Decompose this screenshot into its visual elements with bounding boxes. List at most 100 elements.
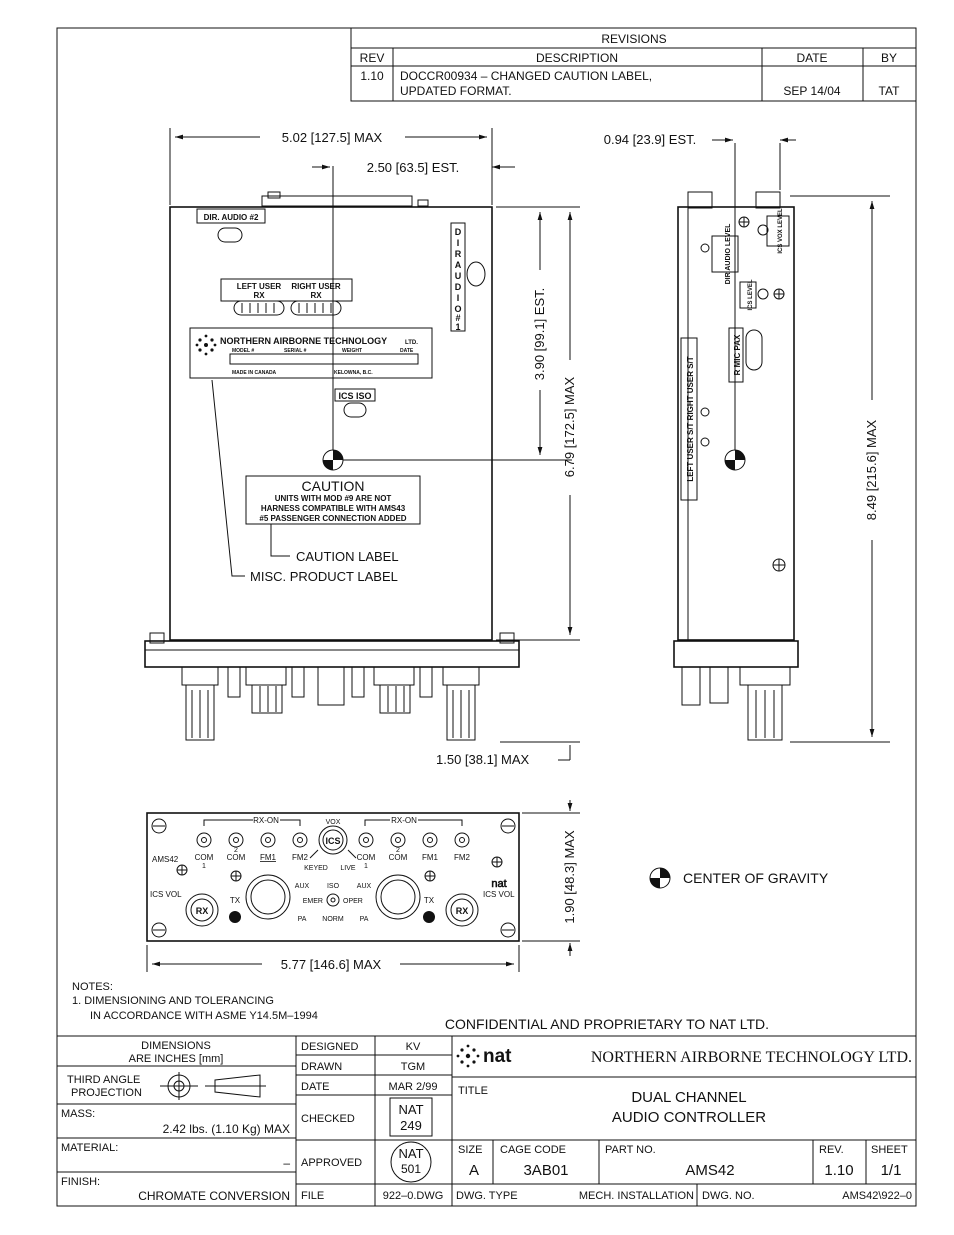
toggle-switches: [196, 832, 470, 848]
ics-level-label: ICS LEVEL: [748, 279, 754, 310]
dim-front-width: 5.77 [146.6] MAX: [281, 957, 382, 972]
approved-stamp-l2: 501: [401, 1162, 421, 1176]
description-cell-line1: DOCCR00934 – CHANGED CAUTION LABEL,: [400, 69, 652, 83]
product-serial: SERIAL #: [284, 348, 307, 354]
product-weight: WEIGHT: [342, 348, 362, 354]
fm1-right-label: FM1: [422, 853, 439, 862]
cg-legend-text: CENTER OF GRAVITY: [683, 870, 829, 886]
svg-text:#: #: [455, 313, 460, 323]
svg-text:U: U: [455, 271, 462, 281]
fm1-label: FM1: [260, 853, 277, 862]
company-name: NORTHERN AIRBORNE TECHNOLOGY LTD.: [591, 1049, 912, 1066]
sheet-label: SHEET: [871, 1144, 908, 1156]
title-label: TITLE: [458, 1085, 488, 1097]
svg-text:1: 1: [455, 322, 460, 332]
panel-nat-logo: nat: [491, 878, 506, 890]
rev-header: REV: [360, 51, 385, 65]
material-value: –: [283, 1156, 290, 1170]
rev-label: REV.: [819, 1144, 844, 1156]
top-view: DIR. AUDIO #2 D I R A U D I O # 1 LEFT U…: [144, 166, 572, 741]
front-panel-view: RX-ON RX-ON ICS VOX AMS42 COM 1 COM 2 FM…: [146, 812, 520, 942]
material-label: MATERIAL:: [61, 1142, 118, 1154]
com1-right-num: 1: [364, 863, 368, 870]
rx-right-knob-label: RX: [456, 906, 469, 916]
vox-label: VOX: [326, 819, 341, 826]
rev-cell: 1.10: [360, 69, 384, 83]
rev-value: 1.10: [824, 1162, 853, 1179]
date-label: DATE: [301, 1081, 330, 1093]
revisions-block: REVISIONS REV DESCRIPTION DATE BY 1.10 D…: [350, 27, 917, 102]
dim-side-depth: 0.94 [23.9] EST.: [604, 132, 697, 147]
dir-audio-2-label: DIR. AUDIO #2: [204, 213, 259, 222]
unit-body: [169, 206, 493, 641]
aux-right-label: AUX: [357, 883, 372, 890]
company-logo-text: nat: [483, 1046, 512, 1067]
checked-label: CHECKED: [301, 1113, 355, 1125]
sheet-value: 1/1: [881, 1162, 902, 1179]
ics-vox-level-label: ICS VOX LEVEL: [778, 208, 784, 254]
checked-stamp-l2: 249: [400, 1118, 422, 1133]
drawing-title-l2: AUDIO CONTROLLER: [612, 1109, 766, 1126]
cg-legend: CENTER OF GRAVITY: [649, 867, 829, 889]
product-ltd: LTD.: [405, 340, 418, 346]
svg-text:A: A: [455, 260, 462, 270]
dwg-no-label: DWG. NO.: [702, 1190, 755, 1202]
svg-text:I: I: [457, 293, 460, 303]
rx-left-knob-label: RX: [196, 906, 209, 916]
notes-title: NOTES:: [72, 981, 113, 993]
dwg-type-value: MECH. INSTALLATION: [579, 1190, 694, 1202]
product-city: KELOWNA, B.C.: [334, 370, 373, 376]
dimensions-label-l2: ARE INCHES [mm]: [129, 1053, 224, 1065]
tx-left-label: TX: [230, 896, 241, 905]
dir-audio-level-label: DIR AUDIO LEVEL: [725, 223, 732, 285]
caution-line2: HARNESS COMPATIBLE WITH AMS43: [261, 504, 406, 513]
dwg-no-value: AMS42\922–0: [842, 1190, 912, 1202]
drawing-title-l1: DUAL CHANNEL: [631, 1089, 746, 1106]
r-mic-pax-label: R MIC PAX: [733, 334, 742, 375]
revisions-title: REVISIONS: [601, 32, 666, 46]
pa-right-label: PA: [360, 916, 369, 923]
nat-logo-icon: [195, 334, 217, 356]
com2-num: 2: [234, 847, 238, 854]
dir-audio-1-label: D I R A U D I O # 1: [454, 227, 461, 332]
finish-label: FINISH:: [61, 1176, 100, 1188]
mass-label: MASS:: [61, 1108, 95, 1120]
svg-text:R: R: [455, 249, 462, 259]
dim-front-height: 1.90 [48.3] MAX: [562, 830, 577, 924]
live-label: LIVE: [340, 865, 356, 872]
com1-num: 1: [202, 863, 206, 870]
title-block: DIMENSIONS ARE INCHES [mm] THIRD ANGLE P…: [56, 1035, 917, 1207]
by-header: BY: [881, 51, 897, 65]
product-made: MADE IN CANADA: [232, 370, 277, 376]
side-dimensions: 0.94 [23.9] EST. 8.49 [215.6] MAX: [604, 132, 890, 743]
com2-right-label: COM: [389, 853, 408, 862]
misc-product-callout: MISC. PRODUCT LABEL: [250, 569, 398, 584]
confidential-notice: CONFIDENTIAL AND PROPRIETARY TO NAT LTD.: [445, 1016, 769, 1032]
caution-line1: UNITS WITH MOD #9 ARE NOT: [275, 494, 392, 503]
designed-label: DESIGNED: [301, 1041, 359, 1053]
approved-stamp-l1: NAT: [398, 1146, 423, 1161]
tx-right-label: TX: [424, 896, 435, 905]
drawn-value: TGM: [401, 1061, 425, 1073]
rx-on-left-label: RX-ON: [253, 816, 279, 825]
dim-cg-height: 3.90 [99.1] EST.: [532, 288, 547, 381]
ams42-label: AMS42: [152, 855, 179, 864]
right-rx-label: RX: [310, 291, 322, 300]
com1-label: COM: [195, 853, 214, 862]
ics-vol-left-label: ICS VOL: [150, 890, 182, 899]
left-user-label: LEFT USER: [237, 282, 282, 291]
third-angle-projection-icon: [160, 1072, 266, 1100]
emer-label: EMER: [303, 898, 323, 905]
ics-knob-label: ICS: [325, 836, 340, 846]
file-label: FILE: [301, 1190, 324, 1202]
dim-top-width: 5.02 [127.5] MAX: [282, 130, 383, 145]
side-view: DIR AUDIO LEVEL ICS VOX LEVEL ICS LEVEL …: [673, 143, 799, 741]
company-logo-icon: [456, 1044, 480, 1068]
approved-label: APPROVED: [301, 1157, 362, 1169]
caution-title: CAUTION: [302, 478, 365, 494]
product-company: NORTHERN AIRBORNE TECHNOLOGY: [220, 336, 387, 346]
com2-label: COM: [227, 853, 246, 862]
svg-text:D: D: [455, 282, 462, 292]
notes-line2: IN ACCORDANCE WITH ASME Y14.5M–1994: [90, 1010, 318, 1022]
rx-on-right-label: RX-ON: [391, 816, 417, 825]
